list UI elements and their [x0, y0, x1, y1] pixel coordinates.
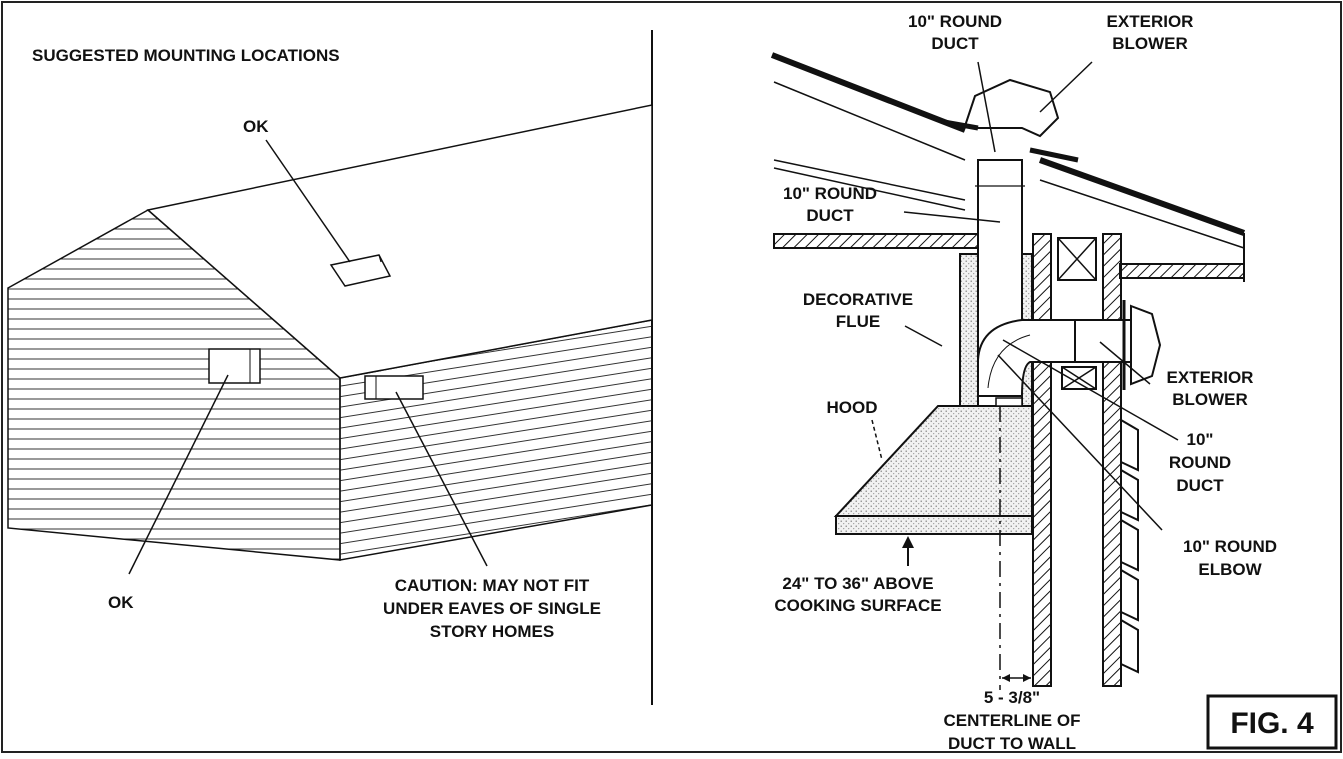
centerline-note-1: 5 - 3/8" — [984, 688, 1040, 707]
cutaway-illustration — [770, 52, 1246, 690]
roof-ok-leader — [265, 139, 351, 263]
hood-body — [833, 405, 1033, 517]
centerline-note-3: DUCT TO WALL — [948, 734, 1076, 753]
height-note-2: COOKING SURFACE — [774, 596, 941, 615]
height-note-1: 24" TO 36" ABOVE — [782, 574, 933, 593]
side-duct-label-3: DUCT — [1176, 476, 1224, 495]
roof-cap-blower — [963, 78, 1060, 138]
caution-line-3: STORY HOMES — [430, 622, 554, 641]
mid-duct-label-1: 10" ROUND — [783, 184, 877, 203]
side-duct-label-2: ROUND — [1169, 453, 1231, 472]
wall-blower-box — [208, 348, 261, 384]
ceiling-joist-right — [1119, 263, 1245, 279]
elbow-label-1: 10" ROUND — [1183, 537, 1277, 556]
top-duct-label-1: 10" ROUND — [908, 12, 1002, 31]
figure-label-box — [1206, 694, 1338, 750]
top-duct-label-2: DUCT — [931, 34, 979, 53]
ceiling-joist-left — [773, 233, 979, 249]
roof-ok-label: OK — [243, 117, 269, 136]
caution-line-2: UNDER EAVES OF SINGLE — [383, 599, 601, 618]
figure-label: FIG. 4 — [1230, 707, 1314, 740]
flue-label-2: FLUE — [836, 312, 880, 331]
top-blower-label-1: EXTERIOR — [1107, 12, 1194, 31]
wall-blower — [1130, 304, 1162, 386]
flue-label-1: DECORATIVE — [803, 290, 913, 309]
roof-plane — [146, 104, 653, 379]
caution-line-1: CAUTION: MAY NOT FIT — [395, 576, 590, 595]
wall-blower-label-2: BLOWER — [1172, 390, 1248, 409]
wall-blower-label-1: EXTERIOR — [1167, 368, 1254, 387]
elbow-label-2: ELBOW — [1198, 560, 1262, 579]
wall-ok-label: OK — [108, 593, 134, 612]
siding-shingles — [1120, 419, 1139, 674]
top-blower-label-2: BLOWER — [1112, 34, 1188, 53]
wall-ok-leader — [128, 374, 229, 575]
side-duct-label-1: 10" — [1187, 430, 1214, 449]
centerline-note-2: CENTERLINE OF — [944, 711, 1081, 730]
hood-base — [835, 515, 1033, 535]
roof-blower-box — [329, 254, 392, 287]
mounting-title: SUGGESTED MOUNTING LOCATIONS — [32, 46, 340, 65]
wall-outer — [1102, 233, 1122, 687]
eave-blower-box — [364, 375, 424, 400]
hood-label: HOOD — [827, 398, 878, 417]
wall-inner — [1032, 233, 1052, 687]
caution-leader — [395, 391, 488, 567]
house-illustration — [7, 104, 653, 561]
mid-duct-label-2: DUCT — [806, 206, 854, 225]
